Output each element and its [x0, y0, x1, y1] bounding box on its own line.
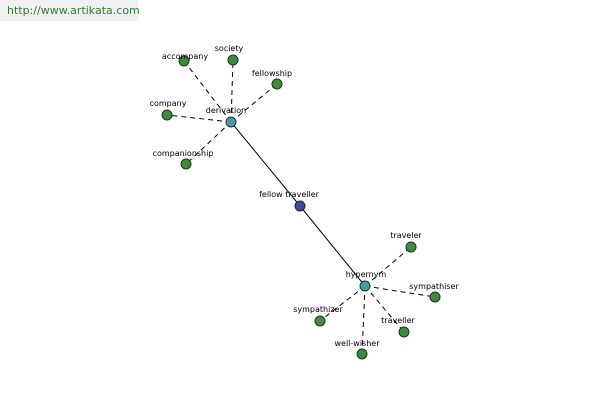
leaf-node[interactable] — [227, 54, 239, 66]
edge-hub-leaf — [183, 60, 232, 123]
leaf-node[interactable] — [314, 315, 326, 327]
leaf-node[interactable] — [180, 158, 192, 170]
center-label: fellow traveller — [259, 190, 320, 199]
leaf-label: sympathiser — [409, 282, 459, 291]
leaf-node[interactable] — [429, 291, 441, 303]
leaf-label: sympathizer — [293, 305, 343, 314]
edge-hub-leaf — [364, 285, 405, 333]
source-url[interactable]: http://www.artikata.com — [7, 4, 140, 17]
leaf-node[interactable] — [271, 78, 283, 90]
leaf-label: society — [215, 44, 244, 53]
edge-hub-leaf — [230, 83, 278, 123]
leaf-node[interactable] — [356, 348, 368, 360]
watermark-bar: http://www.artikata.com — [0, 0, 140, 21]
edge-hub-leaf — [166, 114, 232, 123]
leaf-label: company — [150, 99, 187, 108]
hub-label: hypernym — [346, 270, 387, 279]
leaf-label: fellowship — [252, 69, 292, 78]
leaf-label: companionship — [153, 149, 214, 158]
edge-hub-leaf — [230, 59, 234, 123]
edge-hub-leaf — [319, 285, 366, 322]
leaf-label: traveler — [390, 231, 422, 240]
leaf-node[interactable] — [405, 241, 417, 253]
center-node[interactable] — [294, 200, 306, 212]
edge-hub-leaf — [185, 121, 232, 165]
leaf-node[interactable] — [161, 109, 173, 121]
edge-center-hub — [299, 205, 366, 287]
hub-node[interactable] — [359, 280, 371, 292]
edge-hub-leaf — [364, 285, 436, 298]
edge-center-hub — [230, 121, 301, 207]
leaf-node[interactable] — [398, 326, 410, 338]
hub-node[interactable] — [225, 116, 237, 128]
edge-hub-leaf — [364, 246, 412, 287]
leaf-label: traveller — [381, 316, 415, 325]
leaf-node[interactable] — [178, 55, 190, 67]
hub-label: derivation — [206, 106, 246, 115]
edge-hub-leaf — [361, 285, 366, 355]
leaf-label: accompany — [162, 52, 208, 61]
leaf-label: well-wisher — [334, 339, 380, 348]
